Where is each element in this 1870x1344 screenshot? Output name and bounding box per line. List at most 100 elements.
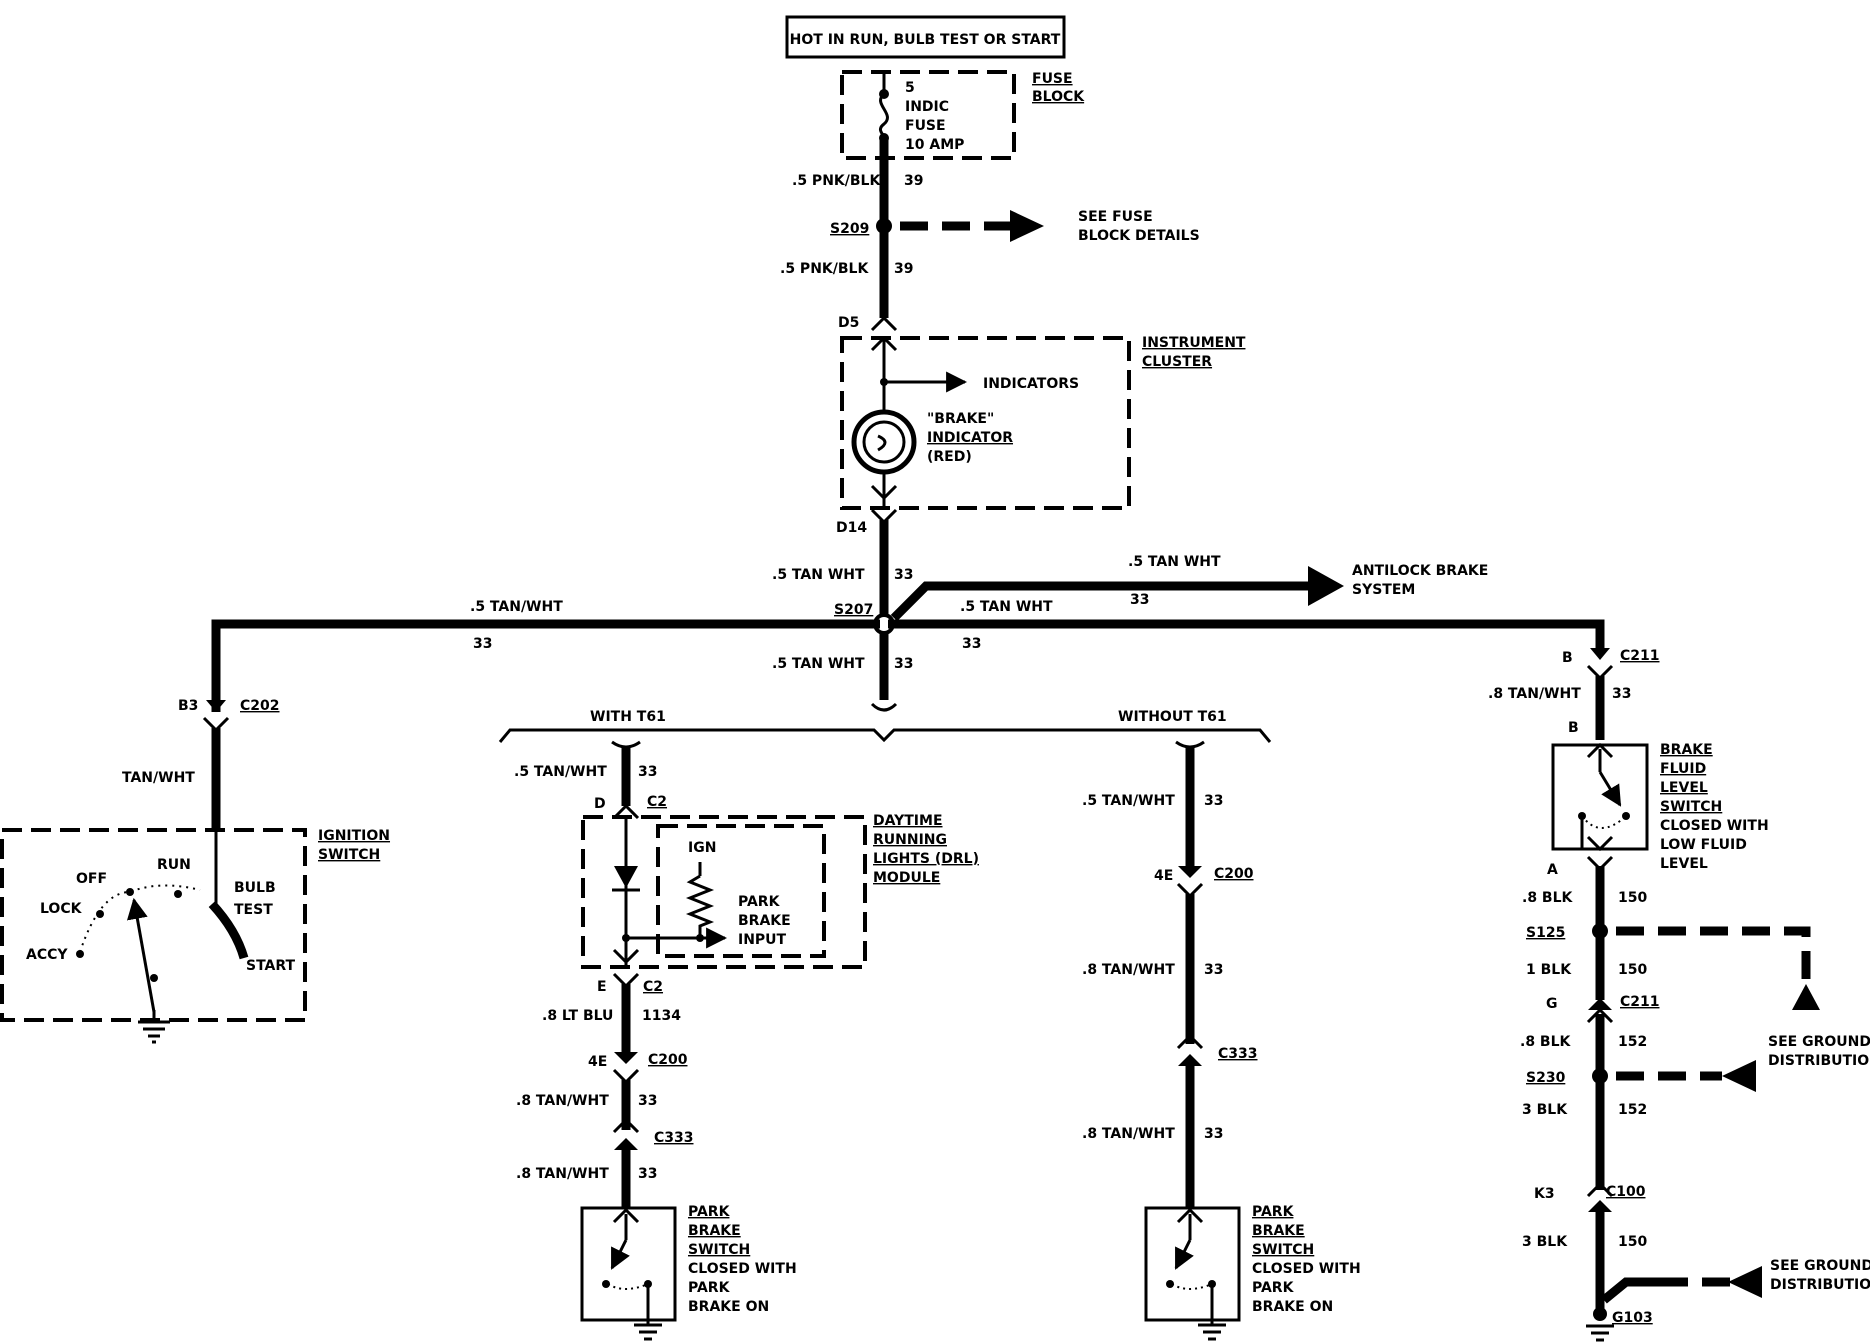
wire-label-blk8-2: .8 BLK — [1520, 1034, 1572, 1050]
ground-ref-1-l1: SEE GROUND — [1768, 1034, 1870, 1050]
park-brake-switch-2-l3: SWITCH — [1252, 1242, 1314, 1258]
pin-k3: K3 — [1534, 1186, 1555, 1202]
pin-b-1: B — [1562, 650, 1573, 666]
option-without-t61: WITHOUT T61 — [1118, 709, 1227, 725]
ignition-pos-off: OFF — [76, 871, 107, 887]
circuit-33-4: 33 — [1130, 592, 1149, 608]
ground-ref-2-l1: SEE GROUND — [1770, 1258, 1870, 1274]
circuit-33-11: 33 — [1204, 1126, 1223, 1142]
ground-ref-2-l2: DISTRIBUTION — [1770, 1277, 1870, 1293]
brake-indicator-label-2: INDICATOR — [927, 430, 1013, 446]
connector-c211-1: C211 — [1620, 648, 1660, 664]
wire-label-tanwht-6: TAN/WHT — [122, 770, 195, 786]
ignition-start-contact — [208, 900, 249, 960]
circuit-39-1: 39 — [904, 173, 923, 189]
ignition-pos-run: RUN — [157, 857, 191, 873]
wire-label-pnkblk-1: .5 PNK/BLK — [792, 173, 881, 189]
wire-label-pnkblk-2: .5 PNK/BLK — [780, 261, 869, 277]
splice-s230-label: S230 — [1526, 1070, 1566, 1086]
ignition-switch-title-2: SWITCH — [318, 847, 380, 863]
wire-label-tanwht8-3: .8 TAN/WHT — [1082, 962, 1175, 978]
connector-c200-2: C200 — [1214, 866, 1254, 882]
park-brake-switch-1-l2: BRAKE — [688, 1223, 741, 1239]
option-with-t61: WITH T61 — [590, 709, 666, 725]
circuit-152-2: 152 — [1618, 1102, 1647, 1118]
drl-park-1: PARK — [738, 894, 781, 910]
wire-label-blk3-2: 3 BLK — [1522, 1234, 1568, 1250]
circuit-33-5: 33 — [894, 656, 913, 672]
connector-icon — [612, 803, 640, 820]
connector-icon — [614, 1138, 638, 1150]
ground-icon — [634, 1320, 662, 1341]
abs-arrow-icon — [1308, 566, 1344, 606]
abs-ref-2: SYSTEM — [1352, 582, 1415, 598]
drl-title-4: MODULE — [873, 870, 940, 886]
pin-d: D — [594, 796, 606, 812]
wire-label-tanwht-7: .5 TAN/WHT — [514, 764, 607, 780]
option-brace — [498, 728, 1272, 743]
wire-label-tanwht8-1: .8 TAN/WHT — [516, 1093, 609, 1109]
power-source-box — [785, 15, 1066, 59]
circuit-33-6: 33 — [638, 764, 657, 780]
ignition-pos-lock: LOCK — [40, 901, 83, 917]
wire-to-abs — [890, 581, 1312, 622]
wire-label-blk8-1: .8 BLK — [1522, 890, 1574, 906]
ground-g103-point — [1593, 1307, 1607, 1321]
splice-s207-label: S207 — [834, 602, 873, 618]
ignition-pos-start: START — [246, 958, 296, 974]
ground-g103-label: G103 — [1612, 1310, 1653, 1326]
abs-ref-1: ANTILOCK BRAKE — [1352, 563, 1488, 579]
ignition-pos-bulb: BULB — [234, 880, 276, 896]
ignition-switch-title-1: IGNITION — [318, 828, 390, 844]
circuit-33-8: 33 — [638, 1166, 657, 1182]
wire-label-tanwht-4: .5 TAN WHT — [1128, 554, 1221, 570]
pin-b-2: B — [1568, 720, 1579, 736]
ground-ref-arrow-icon — [1728, 1266, 1762, 1298]
splice-s209-label: S209 — [830, 221, 869, 237]
circuit-33-9: 33 — [1204, 793, 1223, 809]
instrument-cluster-title-2: CLUSTER — [1142, 354, 1212, 370]
wire-label-tanwht8-2: .8 TAN/WHT — [516, 1166, 609, 1182]
connector-c2-2: C2 — [643, 979, 663, 995]
wire-label-tanwht-2: .5 TAN/WHT — [470, 599, 563, 615]
drl-ign-label: IGN — [688, 840, 716, 856]
ground-icon — [1198, 1320, 1226, 1341]
circuit-150-3: 150 — [1618, 1234, 1647, 1250]
park-brake-switch-2-l2: BRAKE — [1252, 1223, 1305, 1239]
ignition-key-lever — [126, 897, 156, 1013]
instrument-cluster-box — [840, 336, 1131, 510]
drl-module-box — [581, 815, 867, 969]
connector-icon — [1588, 1200, 1612, 1212]
wire-to-fluid-switch — [888, 619, 1605, 650]
wire-label-blk1: 1 BLK — [1526, 962, 1572, 978]
pin-d14: D14 — [836, 520, 867, 536]
pin-d5: D5 — [838, 315, 859, 331]
switch-contact-icon — [1174, 1239, 1194, 1270]
wire-label-tanwht-5: .5 TAN WHT — [772, 656, 865, 672]
diode-icon — [614, 866, 638, 888]
park-brake-switch-1-l3: SWITCH — [688, 1242, 750, 1258]
park-brake-switch-2-l4: CLOSED WITH — [1252, 1261, 1361, 1277]
park-brake-switch-2-l6: BRAKE ON — [1252, 1299, 1333, 1315]
connector-c333-1: C333 — [654, 1130, 694, 1146]
ground-icon — [1586, 1324, 1614, 1342]
drl-title-1: DAYTIME — [873, 813, 943, 829]
connector-icon — [870, 315, 898, 332]
arrow-icon — [1010, 210, 1044, 242]
drl-internal-box — [656, 824, 826, 958]
splice-s125 — [1592, 923, 1608, 939]
switch-contact-icon — [1598, 771, 1622, 807]
ignition-switch-box — [0, 828, 307, 1022]
wire-label-tanwht-8: .5 TAN/WHT — [1082, 793, 1175, 809]
wire-label-tanwht8-5: .8 TAN/WHT — [1488, 686, 1581, 702]
connector-c2-1: C2 — [647, 794, 667, 810]
fuse-name-2: FUSE — [905, 118, 946, 134]
drl-park-3: INPUT — [738, 932, 787, 948]
fluid-switch-l2: FLUID — [1660, 761, 1706, 777]
ground-icon — [138, 1010, 170, 1044]
circuit-150-1: 150 — [1618, 890, 1647, 906]
circuit-33-2: 33 — [473, 636, 492, 652]
ignition-pos-accy: ACCY — [26, 947, 68, 963]
drl-title-3: LIGHTS (DRL) — [873, 851, 979, 867]
